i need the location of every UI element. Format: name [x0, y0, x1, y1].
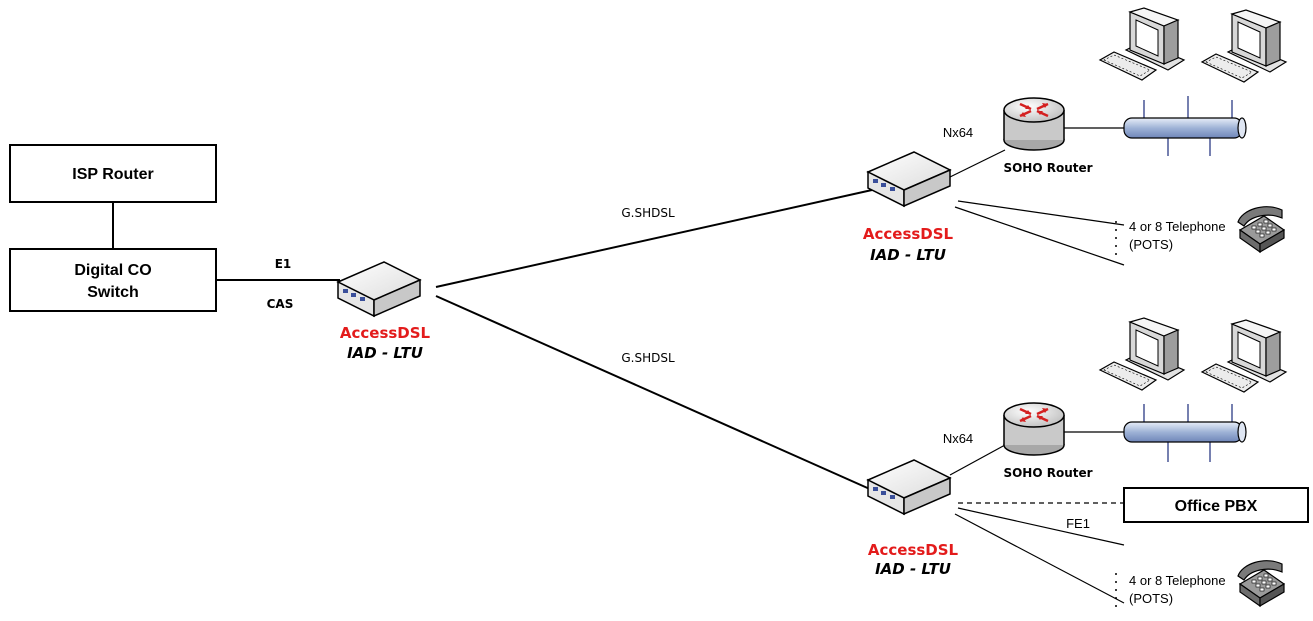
soho-router-top-label: SOHO Router — [1003, 161, 1092, 175]
remote-bottom-model-label: IAD - LTU — [875, 560, 951, 578]
remote-top-brand-label: AccessDSL — [863, 225, 954, 243]
telephone-icon — [1237, 560, 1285, 607]
remote-top-ltu-device: AccessDSL IAD - LTU — [863, 151, 954, 264]
ltu-device-icon — [867, 151, 951, 207]
soho-router-bottom-label: SOHO Router — [1003, 466, 1092, 480]
telephones-bottom: 4 or 8 Telephone (POTS) — [1115, 560, 1285, 607]
e1-label: E1 — [275, 257, 292, 271]
digital-co-switch-label-line1: Digital CO — [74, 262, 151, 279]
office-pbx-box: Office PBX — [1123, 487, 1309, 523]
digital-co-switch-box: Digital CO Switch — [9, 248, 217, 312]
cas-label: CAS — [267, 297, 294, 311]
router-icon — [1002, 96, 1066, 152]
central-ltu-device: AccessDSL IAD - LTU — [337, 261, 431, 362]
gshdsl-bottom-label: G.SHDSL — [621, 351, 675, 365]
fe1-label: FE1 — [1066, 516, 1090, 531]
telephones-top: 4 or 8 Telephone (POTS) — [1115, 206, 1285, 255]
remote-bottom-ltu-device: AccessDSL IAD - LTU — [867, 459, 959, 578]
dotted-ellipsis-icon — [1115, 221, 1117, 255]
isp-router-label: ISP Router — [72, 166, 154, 183]
telephones-top-label-line1: 4 or 8 Telephone — [1129, 219, 1226, 234]
soho-router-bottom: SOHO Router — [1002, 401, 1093, 480]
remote-bottom-brand-label: AccessDSL — [868, 541, 959, 559]
telephones-bottom-label-line2: (POTS) — [1129, 591, 1173, 606]
central-brand-label: AccessDSL — [340, 324, 431, 342]
ethernet-bus-top — [1123, 117, 1247, 139]
ethernet-bus-bottom — [1123, 421, 1247, 443]
connection-lines — [112, 189, 873, 491]
computer-icon — [1201, 9, 1287, 83]
telephones-top-label-line2: (POTS) — [1129, 237, 1173, 252]
nx64-bottom-label: Nx64 — [943, 431, 973, 446]
digital-co-switch-label-line2: Switch — [87, 284, 139, 301]
remote-top-model-label: IAD - LTU — [870, 246, 946, 264]
soho-router-top: SOHO Router — [1002, 96, 1093, 175]
telephones-bottom-label-line1: 4 or 8 Telephone — [1129, 573, 1226, 588]
computer-icon — [1099, 7, 1185, 81]
office-pbx-label: Office PBX — [1175, 498, 1258, 515]
ltu-device-icon — [867, 459, 951, 515]
computer-icon — [1201, 319, 1287, 393]
computer-icon — [1099, 317, 1185, 391]
gshdsl-top-label: G.SHDSL — [621, 206, 675, 220]
dotted-ellipsis-icon — [1115, 573, 1117, 607]
nx64-top-label: Nx64 — [943, 125, 973, 140]
telephone-icon — [1237, 206, 1285, 253]
isp-router-box: ISP Router — [9, 144, 217, 203]
central-model-label: IAD - LTU — [347, 344, 423, 362]
ltu-device-icon — [337, 261, 421, 317]
router-icon — [1002, 401, 1066, 457]
